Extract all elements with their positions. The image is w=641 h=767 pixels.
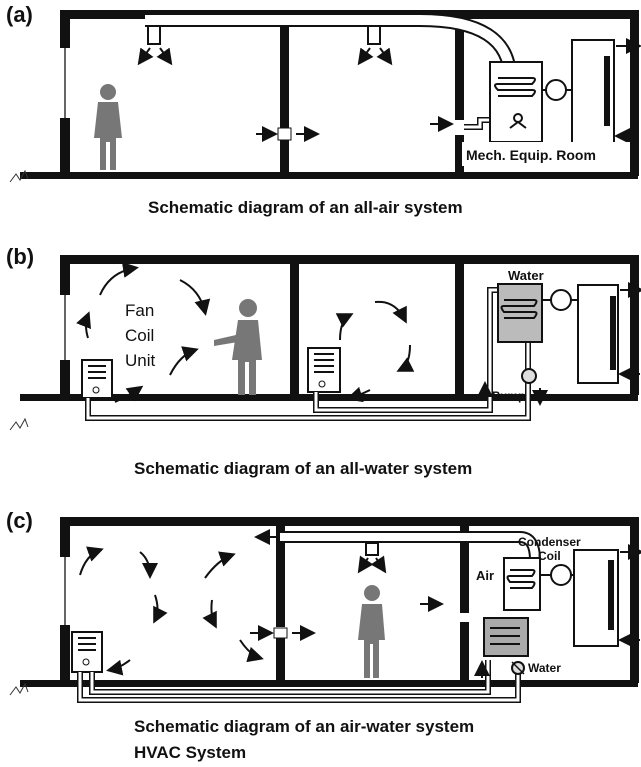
air-label-c: Air: [476, 568, 494, 583]
panel-a-return-grilles: [256, 116, 454, 142]
panel-b-person: [214, 299, 262, 395]
panel-c-air-handler: [474, 544, 641, 678]
panel-c-building: [9, 517, 639, 696]
footer-title: HVAC System: [134, 743, 247, 762]
panel-a-caption: Schematic diagram of an all-air system: [148, 198, 463, 217]
fan-coil-unit-3: [71, 631, 103, 673]
panel-a-letter: (a): [6, 2, 33, 27]
panel-c-person: [358, 585, 385, 678]
fan-coil-unit-1: [81, 359, 113, 399]
panel-b-air-circulation: [76, 262, 415, 403]
panel-c-caption: Schematic diagram of an air-water system: [134, 717, 475, 736]
panel-c-air-circulation: [79, 546, 264, 676]
panel-b-caption: Schematic diagram of an all-water system: [134, 459, 473, 478]
panel-c-supply-duct: [254, 529, 541, 574]
fan-coil-label-2: Coil: [125, 326, 154, 345]
panel-b-building: [9, 255, 639, 431]
panel-b-letter: (b): [6, 244, 35, 269]
panel-a-supply-duct: [137, 13, 517, 79]
panel-b-chiller: [477, 282, 641, 406]
condenser-coil-label-2: Coil: [538, 549, 561, 563]
mech-room-label: Mech. Equip. Room: [466, 147, 596, 163]
panel-c-water-pipes: [77, 660, 521, 703]
panel-a-person: [94, 84, 122, 170]
water-label-b: Water: [508, 268, 544, 283]
pump-label: Pump: [492, 389, 525, 403]
panel-a-air-handler: [464, 38, 641, 149]
fan-coil-label-1: Fan: [125, 301, 154, 320]
panel-c-return-grilles: [250, 596, 444, 641]
fan-coil-unit-2: [307, 347, 341, 393]
water-label-c: Water: [528, 661, 561, 675]
panel-c-letter: (c): [6, 508, 33, 533]
condenser-coil-label-1: Condenser: [518, 535, 581, 549]
fan-coil-label-3: Unit: [125, 351, 156, 370]
